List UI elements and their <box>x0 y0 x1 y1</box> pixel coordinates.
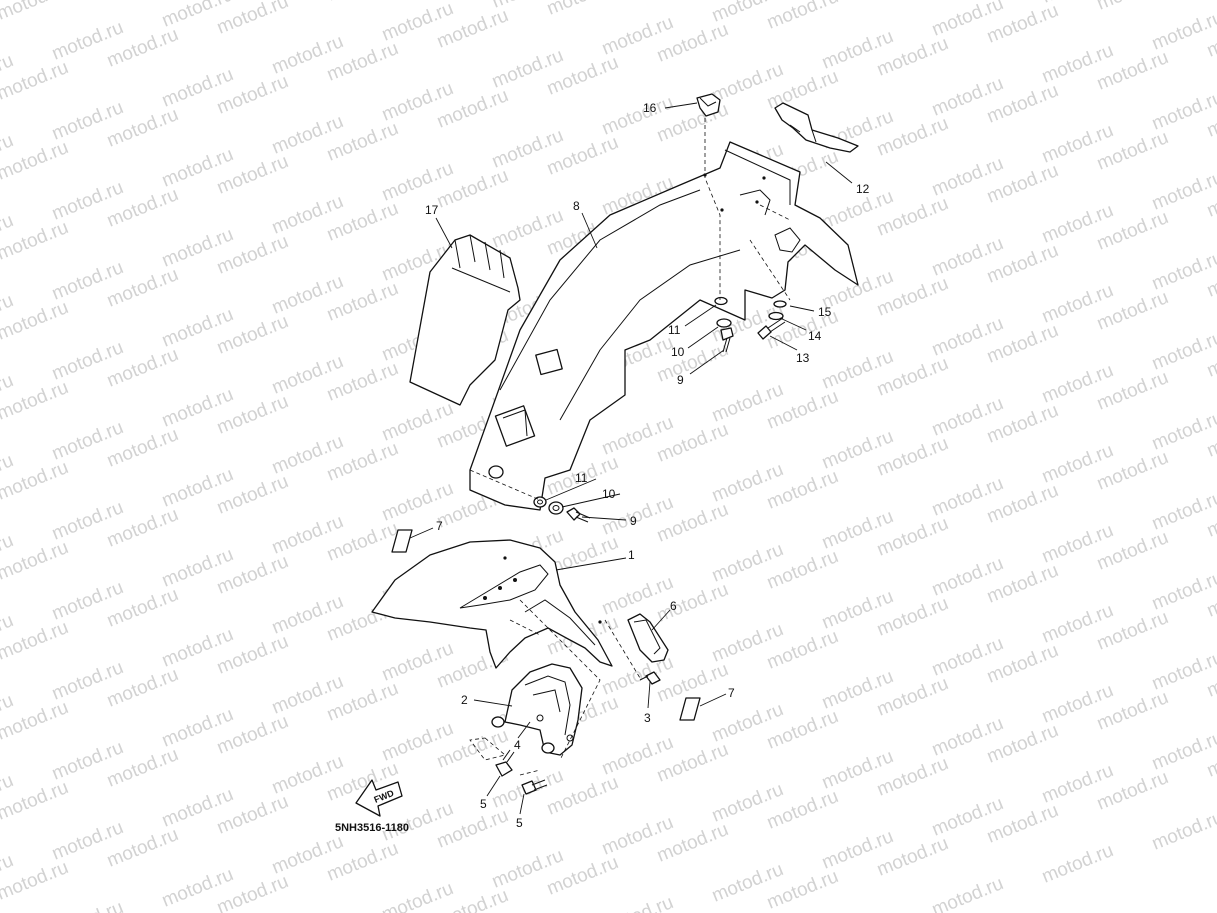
watermark-text: motod.ru <box>0 0 71 25</box>
callout-10-lower: 10 <box>602 487 616 501</box>
clip <box>696 93 721 117</box>
bolts <box>495 749 548 795</box>
callout-12: 12 <box>856 182 870 196</box>
callout-9-upper: 9 <box>677 373 684 387</box>
callout-2: 2 <box>461 693 468 707</box>
callout-1: 1 <box>628 548 635 562</box>
dashed-guides <box>469 118 791 776</box>
fender-guard <box>491 663 583 756</box>
callout-9-lower: 9 <box>630 514 637 528</box>
watermark-text: motod.ru <box>1149 807 1217 855</box>
watermark-text: motod.ru <box>599 892 676 913</box>
fwd-arrow: FWD <box>355 779 403 817</box>
callout-6: 6 <box>670 599 677 613</box>
reflector <box>627 613 669 663</box>
watermark-text: motod.ru <box>49 897 126 913</box>
bracket <box>774 102 859 153</box>
upper-hardware <box>714 296 787 353</box>
labels <box>391 529 701 721</box>
watermark-text: motod.ru <box>544 0 621 20</box>
callout-10-upper: 10 <box>671 345 685 359</box>
watermark-text: motod.ru <box>1039 840 1116 888</box>
callout-15: 15 <box>818 305 832 319</box>
callout-11-lower: 11 <box>575 471 588 485</box>
lower-hardware <box>533 496 591 523</box>
callout-17: 17 <box>425 203 439 217</box>
callout-5-left: 5 <box>480 797 487 811</box>
mud-flap <box>409 234 521 406</box>
callout-3: 3 <box>644 711 651 725</box>
callout-8: 8 <box>573 199 580 213</box>
watermark-text: motod.ru <box>764 0 841 34</box>
watermark-text: motod.ru <box>874 0 951 1</box>
callout-16: 16 <box>643 101 657 115</box>
watermark-text: motod.ru <box>1094 0 1171 15</box>
callout-11-upper: 11 <box>668 323 681 337</box>
front-fender <box>371 539 613 669</box>
callout-numbers: 16 12 17 8 15 14 13 11 10 9 11 10 9 7 1 … <box>425 101 870 830</box>
rear-fender <box>469 141 859 511</box>
callout-4: 4 <box>514 738 521 752</box>
callout-14: 14 <box>808 329 822 343</box>
diagram-code: 5NH3516-1180 <box>335 822 409 834</box>
callout-7-upper: 7 <box>436 519 443 533</box>
watermark-text: motod.ru <box>324 0 401 6</box>
callout-7-lower: 7 <box>728 686 735 700</box>
leader-lines <box>409 102 853 815</box>
callout-5-right: 5 <box>516 816 523 830</box>
watermark-text: motod.ru <box>929 873 1006 913</box>
callout-13: 13 <box>796 351 810 365</box>
screw <box>639 671 661 685</box>
